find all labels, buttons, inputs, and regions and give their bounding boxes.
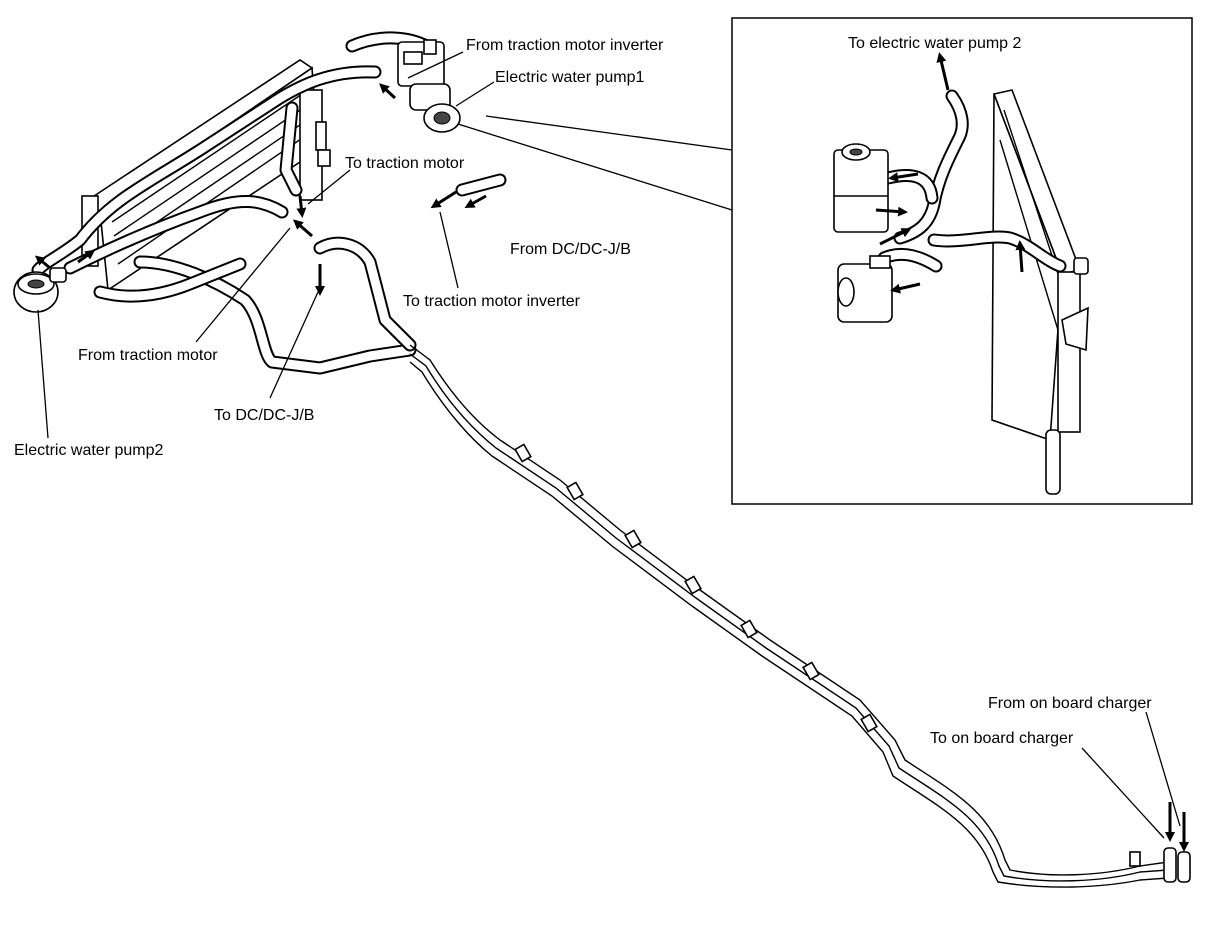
pump-icon — [13, 267, 67, 313]
label-from-dcdc-jb: From DC/DC-J/B — [510, 241, 631, 258]
inset-detail — [731, 17, 1193, 505]
hose-icon — [31, 31, 507, 375]
arrow-icon — [875, 52, 1026, 294]
leader-lines — [37, 51, 1181, 839]
label-from-traction-motor-inverter: From traction motor inverter — [466, 37, 664, 54]
underfloor-pipe-bundle — [409, 344, 1191, 888]
pump-icon — [837, 255, 893, 323]
label-from-on-board-charger: From on board charger — [988, 695, 1152, 712]
label-to-electric-water-pump2: To electric water pump 2 — [848, 35, 1022, 52]
label-electric-water-pump2: Electric water pump2 — [14, 442, 163, 459]
label-from-traction-motor: From traction motor — [78, 347, 218, 364]
radiator-icon — [991, 89, 1089, 495]
arrow-icon — [34, 83, 1189, 852]
label-to-on-board-charger: To on board charger — [930, 730, 1074, 747]
pump-icon — [397, 39, 461, 133]
label-to-traction-motor: To traction motor — [345, 155, 465, 172]
pump-icon — [833, 143, 889, 233]
label-to-traction-motor-inverter: To traction motor inverter — [403, 293, 581, 310]
hose-icon — [877, 89, 1067, 273]
label-electric-water-pump1: Electric water pump1 — [495, 69, 644, 86]
label-to-dcdc-jb: To DC/DC-J/B — [214, 407, 314, 424]
